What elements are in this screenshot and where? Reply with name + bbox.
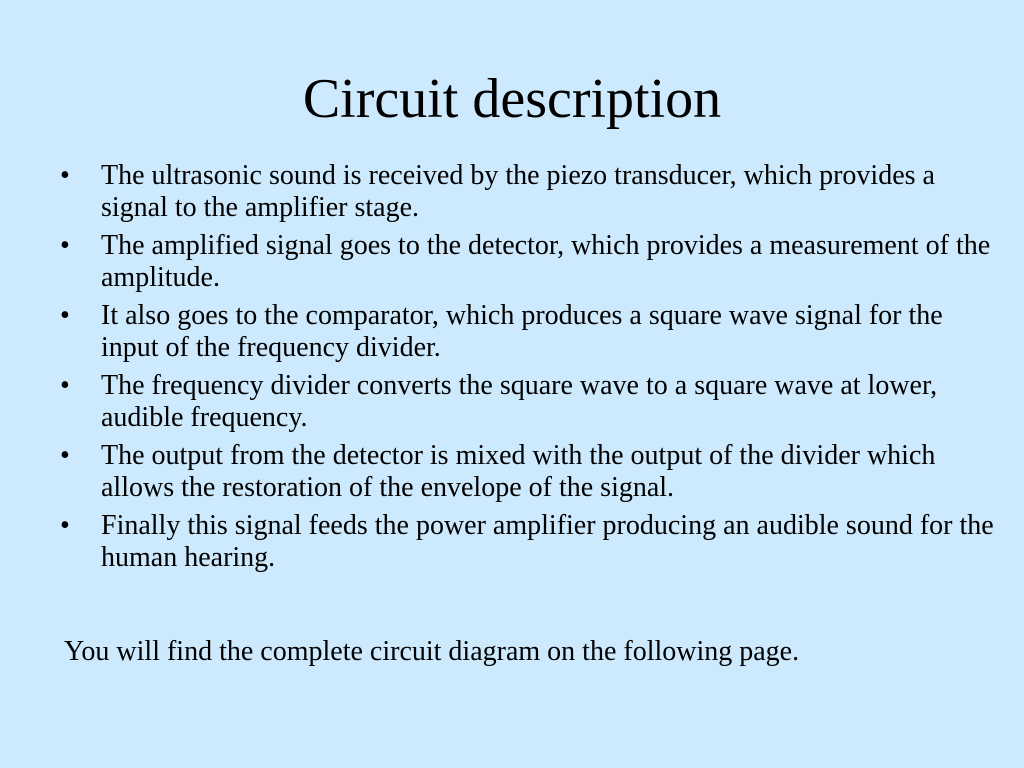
bullet-marker: • <box>60 510 70 541</box>
bullet-list: • The ultrasonic sound is received by th… <box>60 160 1005 580</box>
bullet-marker: • <box>60 300 70 331</box>
bullet-text: Finally this signal feeds the power ampl… <box>101 510 994 573</box>
bullet-text: The ultrasonic sound is received by the … <box>101 160 935 223</box>
bullet-item: • Finally this signal feeds the power am… <box>60 510 1005 574</box>
bullet-text: The amplified signal goes to the detecto… <box>101 230 991 293</box>
bullet-item: • The amplified signal goes to the detec… <box>60 230 1005 294</box>
bullet-item: • It also goes to the comparator, which … <box>60 300 1005 364</box>
bullet-marker: • <box>60 440 70 471</box>
bullet-item: • The frequency divider converts the squ… <box>60 370 1005 434</box>
bullet-text: The output from the detector is mixed wi… <box>101 440 936 503</box>
bullet-marker: • <box>60 370 70 401</box>
bullet-marker: • <box>60 230 70 261</box>
bullet-item: • The ultrasonic sound is received by th… <box>60 160 1005 224</box>
slide-title: Circuit description <box>302 68 722 130</box>
closing-text: You will find the complete circuit diagr… <box>64 636 800 667</box>
bullet-text: It also goes to the comparator, which pr… <box>101 300 943 363</box>
bullet-text: The frequency divider converts the squar… <box>101 370 938 433</box>
bullet-item: • The output from the detector is mixed … <box>60 440 1005 504</box>
bullet-marker: • <box>60 160 70 191</box>
